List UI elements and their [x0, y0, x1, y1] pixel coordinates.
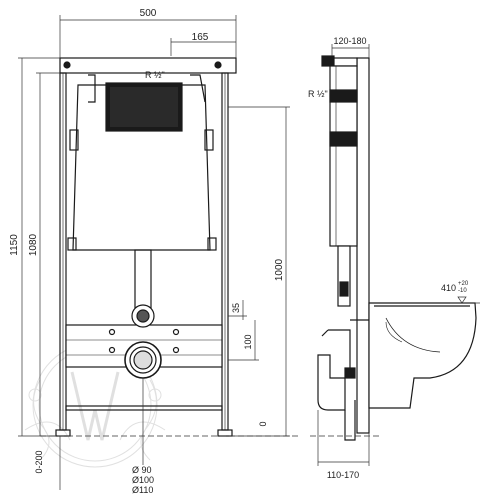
- front-connection-label: R ½": [145, 70, 165, 80]
- side-connection-label: R ½": [308, 89, 328, 99]
- side-dimensions: [310, 44, 480, 466]
- front-frame: [55, 57, 237, 437]
- offset-35-label: 35: [231, 303, 241, 313]
- axis-height-label: 1000: [274, 258, 285, 281]
- wc-bowl: [368, 302, 477, 409]
- adjust-range-label: 0-200: [34, 450, 44, 473]
- drain-d2-label: Ø100: [132, 475, 154, 485]
- frame-height-label: 1080: [28, 233, 39, 256]
- front-dimensions: [18, 15, 300, 490]
- side-depth-label: 120-180: [333, 36, 366, 46]
- offset-100-label: 100: [243, 334, 253, 349]
- bowl-height-label: 410: [441, 283, 456, 293]
- bowl-tol-minus-label: -10: [458, 288, 467, 294]
- outlet-offset-label: 165: [192, 32, 209, 43]
- floor-zero-label: 0: [258, 421, 268, 426]
- drain-d1-label: Ø 90: [132, 465, 152, 475]
- bowl-tol-plus-label: +20: [458, 281, 469, 287]
- side-frame: [317, 55, 373, 441]
- overall-height-label: 1150: [9, 234, 20, 256]
- drain-d3-label: Ø110: [132, 485, 153, 495]
- drain-depth-label: 110-170: [327, 470, 359, 480]
- width-label: 500: [140, 8, 157, 19]
